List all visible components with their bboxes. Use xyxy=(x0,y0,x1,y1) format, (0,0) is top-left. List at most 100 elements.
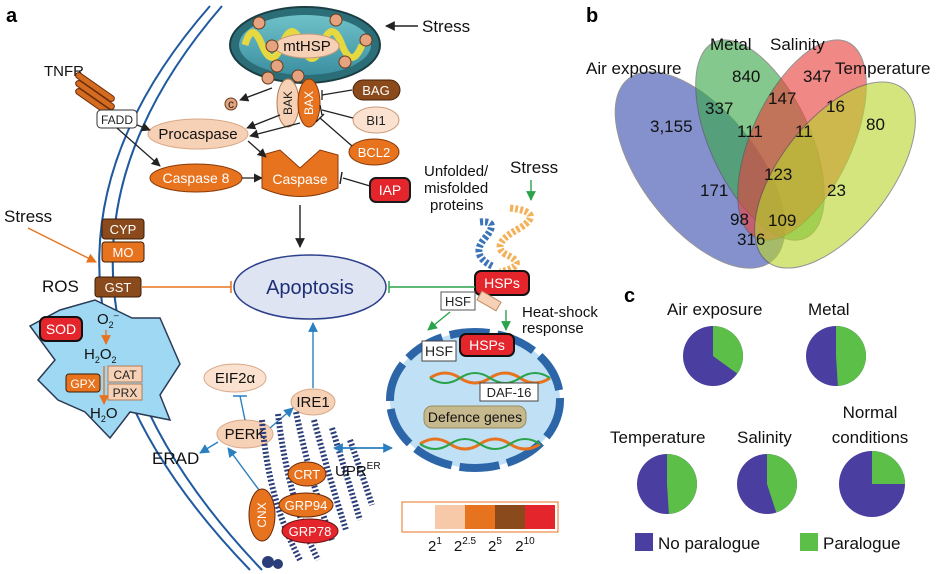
defence-genes-node xyxy=(423,405,527,429)
arrow-stress-ros xyxy=(27,227,97,263)
h2o2-label: H2O2 xyxy=(84,346,117,365)
cat-node xyxy=(107,365,143,383)
upr-label: UPRER xyxy=(335,461,381,480)
caspase-label: Caspase xyxy=(272,171,327,187)
venn-count-air-salinity-temperature: 98 xyxy=(730,210,749,229)
inhibit-perk-eif2a xyxy=(239,395,246,421)
scale-tick-label: 25 xyxy=(488,536,502,555)
ire1-node xyxy=(290,388,336,416)
venn-label-temperature: Temperature xyxy=(835,59,930,78)
venn-count-metal-temperature: 23 xyxy=(827,181,846,200)
mitochondrion: mtHSP c xyxy=(224,6,381,111)
panel-a-label: a xyxy=(6,5,18,27)
pie-paralogue-slice xyxy=(667,454,698,514)
arrow-perk-erad xyxy=(199,441,219,454)
hsf-trimer-icon xyxy=(476,290,502,312)
bag-label: BAG xyxy=(362,83,389,98)
procaspase-label: Procaspase xyxy=(158,126,237,143)
scale-tick-label: 22.5 xyxy=(454,536,477,555)
bcl2-node xyxy=(348,138,400,166)
heat-shock-label-1: Heat-shock xyxy=(522,304,598,321)
eif2a-label: EIF2α xyxy=(215,370,256,387)
cytochrome-c-icon xyxy=(224,13,373,111)
fadd-label: FADD xyxy=(101,113,133,127)
inhibit-bi1-bax xyxy=(321,109,354,119)
bi1-node xyxy=(352,106,400,134)
venn-count-air-temperature: 316 xyxy=(737,230,765,249)
panel-b: b Air exposure Metal Salinity Temperatur… xyxy=(586,5,930,269)
inhibit-iap-caspase xyxy=(342,177,371,187)
hsps-nucleus-node xyxy=(459,333,515,357)
unfolded-label-1: Unfolded/ xyxy=(424,163,489,180)
cnx-label: CNX xyxy=(255,502,269,527)
eif2a-node xyxy=(203,363,267,393)
perk-label: PERK xyxy=(225,426,266,443)
panel-b-label: b xyxy=(586,5,598,27)
scale-swatch xyxy=(465,505,495,529)
ros-label: ROS xyxy=(42,277,79,296)
legend-no-paralogue-label: No paralogue xyxy=(658,534,760,553)
arrow-bax-procaspase xyxy=(249,122,301,139)
legend-no-paralogue-swatch xyxy=(635,533,653,551)
o2-label: O2– xyxy=(97,310,119,330)
apoptosis-node xyxy=(233,254,387,320)
arrow-hsf-nucleus xyxy=(427,311,451,331)
gpx-node xyxy=(65,373,101,393)
scale-swatch xyxy=(495,505,525,529)
venn-count-air-metal: 337 xyxy=(705,99,733,118)
pie-label-air: Air exposure xyxy=(667,300,762,319)
unfolded-label-2: misfolded xyxy=(424,180,488,197)
hsf-top-label: HSF xyxy=(445,294,471,309)
iap-label: IAP xyxy=(379,182,402,198)
venn-count-metal-salinity-temperature: 11 xyxy=(795,122,813,141)
hsps-nucleus-label: HSPs xyxy=(469,337,505,353)
endoplasmic-reticulum-icon xyxy=(259,411,375,562)
sod-label: SOD xyxy=(46,321,76,337)
arrow-procaspase-caspase xyxy=(247,140,267,158)
erad-label: ERAD xyxy=(152,449,199,468)
misfolded-protein-icon xyxy=(475,204,534,276)
hsps-top-node xyxy=(474,270,530,296)
grp94-node xyxy=(278,492,334,518)
bax-label: BAX xyxy=(302,91,316,115)
scale-swatch xyxy=(435,505,465,529)
gst-label: GST xyxy=(105,280,132,295)
ire1-label: IRE1 xyxy=(296,394,329,411)
cat-label: CAT xyxy=(113,368,137,382)
pie-label-salinity: Salinity xyxy=(737,428,792,447)
hsf-nucleus-node xyxy=(421,340,457,362)
mo-node xyxy=(101,241,145,263)
grp78-node xyxy=(281,518,339,544)
stress-left-label: Stress xyxy=(4,207,52,226)
bcl2-label: BCL2 xyxy=(358,145,391,160)
stress-right-label: Stress xyxy=(510,158,558,177)
venn-count-air-only: 3,155 xyxy=(650,117,693,136)
apoptosis-label: Apoptosis xyxy=(266,277,354,299)
prx-label: PRX xyxy=(113,386,138,400)
scale-tick-label: 21 xyxy=(428,536,442,555)
nucleus xyxy=(386,328,564,472)
grp94-label: GRP94 xyxy=(285,498,328,513)
venn-count-temperature-only: 80 xyxy=(866,115,885,134)
venn-diagram xyxy=(614,39,916,269)
scale-swatch xyxy=(405,505,435,529)
venn-set-temperature xyxy=(754,81,916,269)
procaspase-node xyxy=(147,118,249,150)
ribosome-icon xyxy=(262,556,283,569)
panel-c-label: c xyxy=(624,285,635,307)
caspase8-label: Caspase 8 xyxy=(163,170,230,186)
hsf-nucleus-label: HSF xyxy=(425,343,453,359)
hsps-top-label: HSPs xyxy=(484,275,520,291)
arrow-fadd-procaspase xyxy=(136,122,151,132)
tnfr-label: TNFR xyxy=(44,63,84,80)
scale-swatch xyxy=(525,505,555,529)
venn-label-metal: Metal xyxy=(710,35,752,54)
pie-label-normal-2: conditions xyxy=(832,428,909,447)
panel-c: c Air exposure Metal Temperature Salinit… xyxy=(610,285,908,553)
caspase-node xyxy=(261,149,339,197)
venn-label-salinity: Salinity xyxy=(770,35,825,54)
unfolded-label-3: proteins xyxy=(430,197,483,214)
venn-count-salinity-temperature: 16 xyxy=(826,97,845,116)
mo-label: MO xyxy=(113,245,134,260)
venn-count-air-metal-salinity: 111 xyxy=(737,122,763,141)
